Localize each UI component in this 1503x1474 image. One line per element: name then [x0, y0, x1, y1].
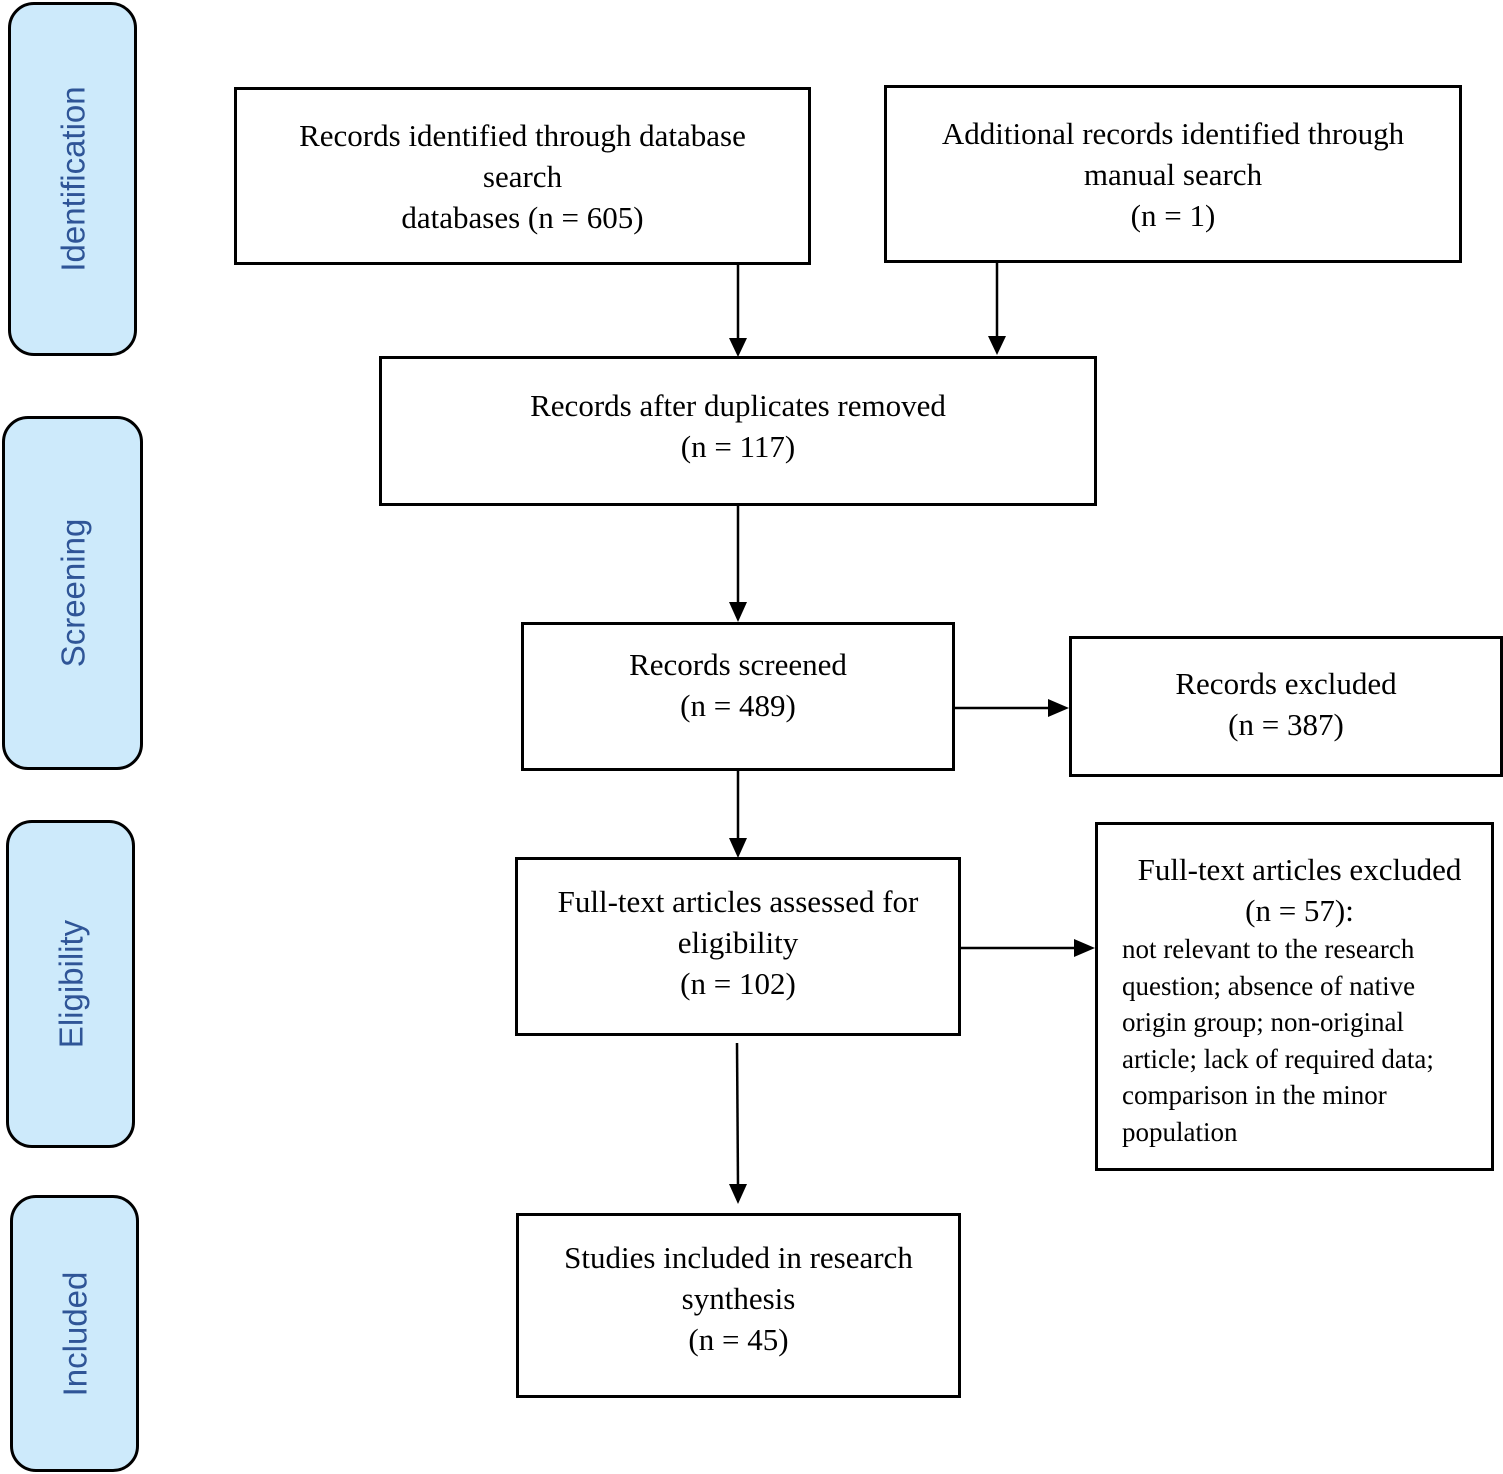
fulltext-line2: eligibility — [677, 925, 799, 960]
box-records-excluded: Records excluded (n = 387) — [1069, 636, 1503, 777]
fulltext-excluded-line2: (n = 57): — [1245, 893, 1354, 928]
arrowhead-included — [729, 1184, 747, 1204]
included-line1: Studies included in research — [564, 1240, 913, 1275]
database-line2: search — [482, 158, 563, 194]
database-line1: Records identified through database — [299, 117, 746, 153]
exclusion-reason: article; lack of required data; — [1122, 1043, 1434, 1074]
box-manual-records: Additional records identified through ma… — [884, 85, 1462, 263]
exclusion-reason: origin group; non-original — [1122, 1007, 1404, 1037]
excluded-line1: Records excluded — [1175, 665, 1397, 701]
exclusion-reason: comparison in the minor — [1122, 1080, 1387, 1110]
fulltext-line3: (n = 102) — [680, 966, 796, 1001]
excluded-line2: (n = 387) — [1228, 706, 1344, 742]
included-line3: (n = 45) — [688, 1322, 789, 1357]
box-duplicates-removed: Records after duplicates removed (n = 11… — [379, 356, 1097, 506]
screened-line2: (n = 489) — [680, 687, 796, 723]
arrowhead-database — [729, 338, 747, 357]
arrowhead-duplicates — [729, 602, 747, 622]
stage-included: Included — [10, 1195, 139, 1472]
stage-screening: Screening — [2, 416, 143, 770]
database-line3: databases (n = 605) — [401, 199, 644, 235]
box-studies-included: Studies included in research synthesis (… — [516, 1213, 961, 1398]
exclusion-reason: population — [1122, 1116, 1238, 1147]
box-database-records: Records identified through database sear… — [234, 87, 811, 265]
arrowhead-excluded — [1048, 699, 1069, 717]
fulltext-excluded-line1: Full-text articles excluded — [1137, 852, 1462, 887]
manual-line2: manual search — [1083, 156, 1263, 192]
fulltext-line1: Full-text articles assessed for — [557, 884, 919, 919]
arrow-fulltext-to-included — [735, 1042, 740, 1187]
box-fulltext-excluded: Full-text articles excluded (n = 57): no… — [1095, 822, 1494, 1171]
box-fulltext-assessed: Full-text articles assessed for eligibil… — [515, 857, 961, 1036]
exclusion-reason: not relevant to the research — [1122, 934, 1415, 964]
exclusion-reason: question; absence of native — [1122, 970, 1416, 1001]
duplicates-line1: Records after duplicates removed — [530, 388, 946, 423]
arrowhead-screened — [729, 838, 747, 858]
stage-identification: Identification — [8, 2, 137, 356]
stage-eligibility: Eligibility — [6, 820, 135, 1148]
screened-line1: Records screened — [629, 646, 847, 682]
manual-line1: Additional records identified through — [941, 115, 1405, 151]
included-line2: synthesis — [681, 1281, 796, 1316]
arrowhead-manual — [988, 336, 1006, 355]
arrowhead-fulltext-excluded — [1074, 939, 1095, 957]
manual-line3: (n = 1) — [1130, 197, 1216, 233]
box-records-screened: Records screened (n = 489) — [521, 622, 955, 771]
duplicates-line2: (n = 117) — [680, 429, 796, 464]
